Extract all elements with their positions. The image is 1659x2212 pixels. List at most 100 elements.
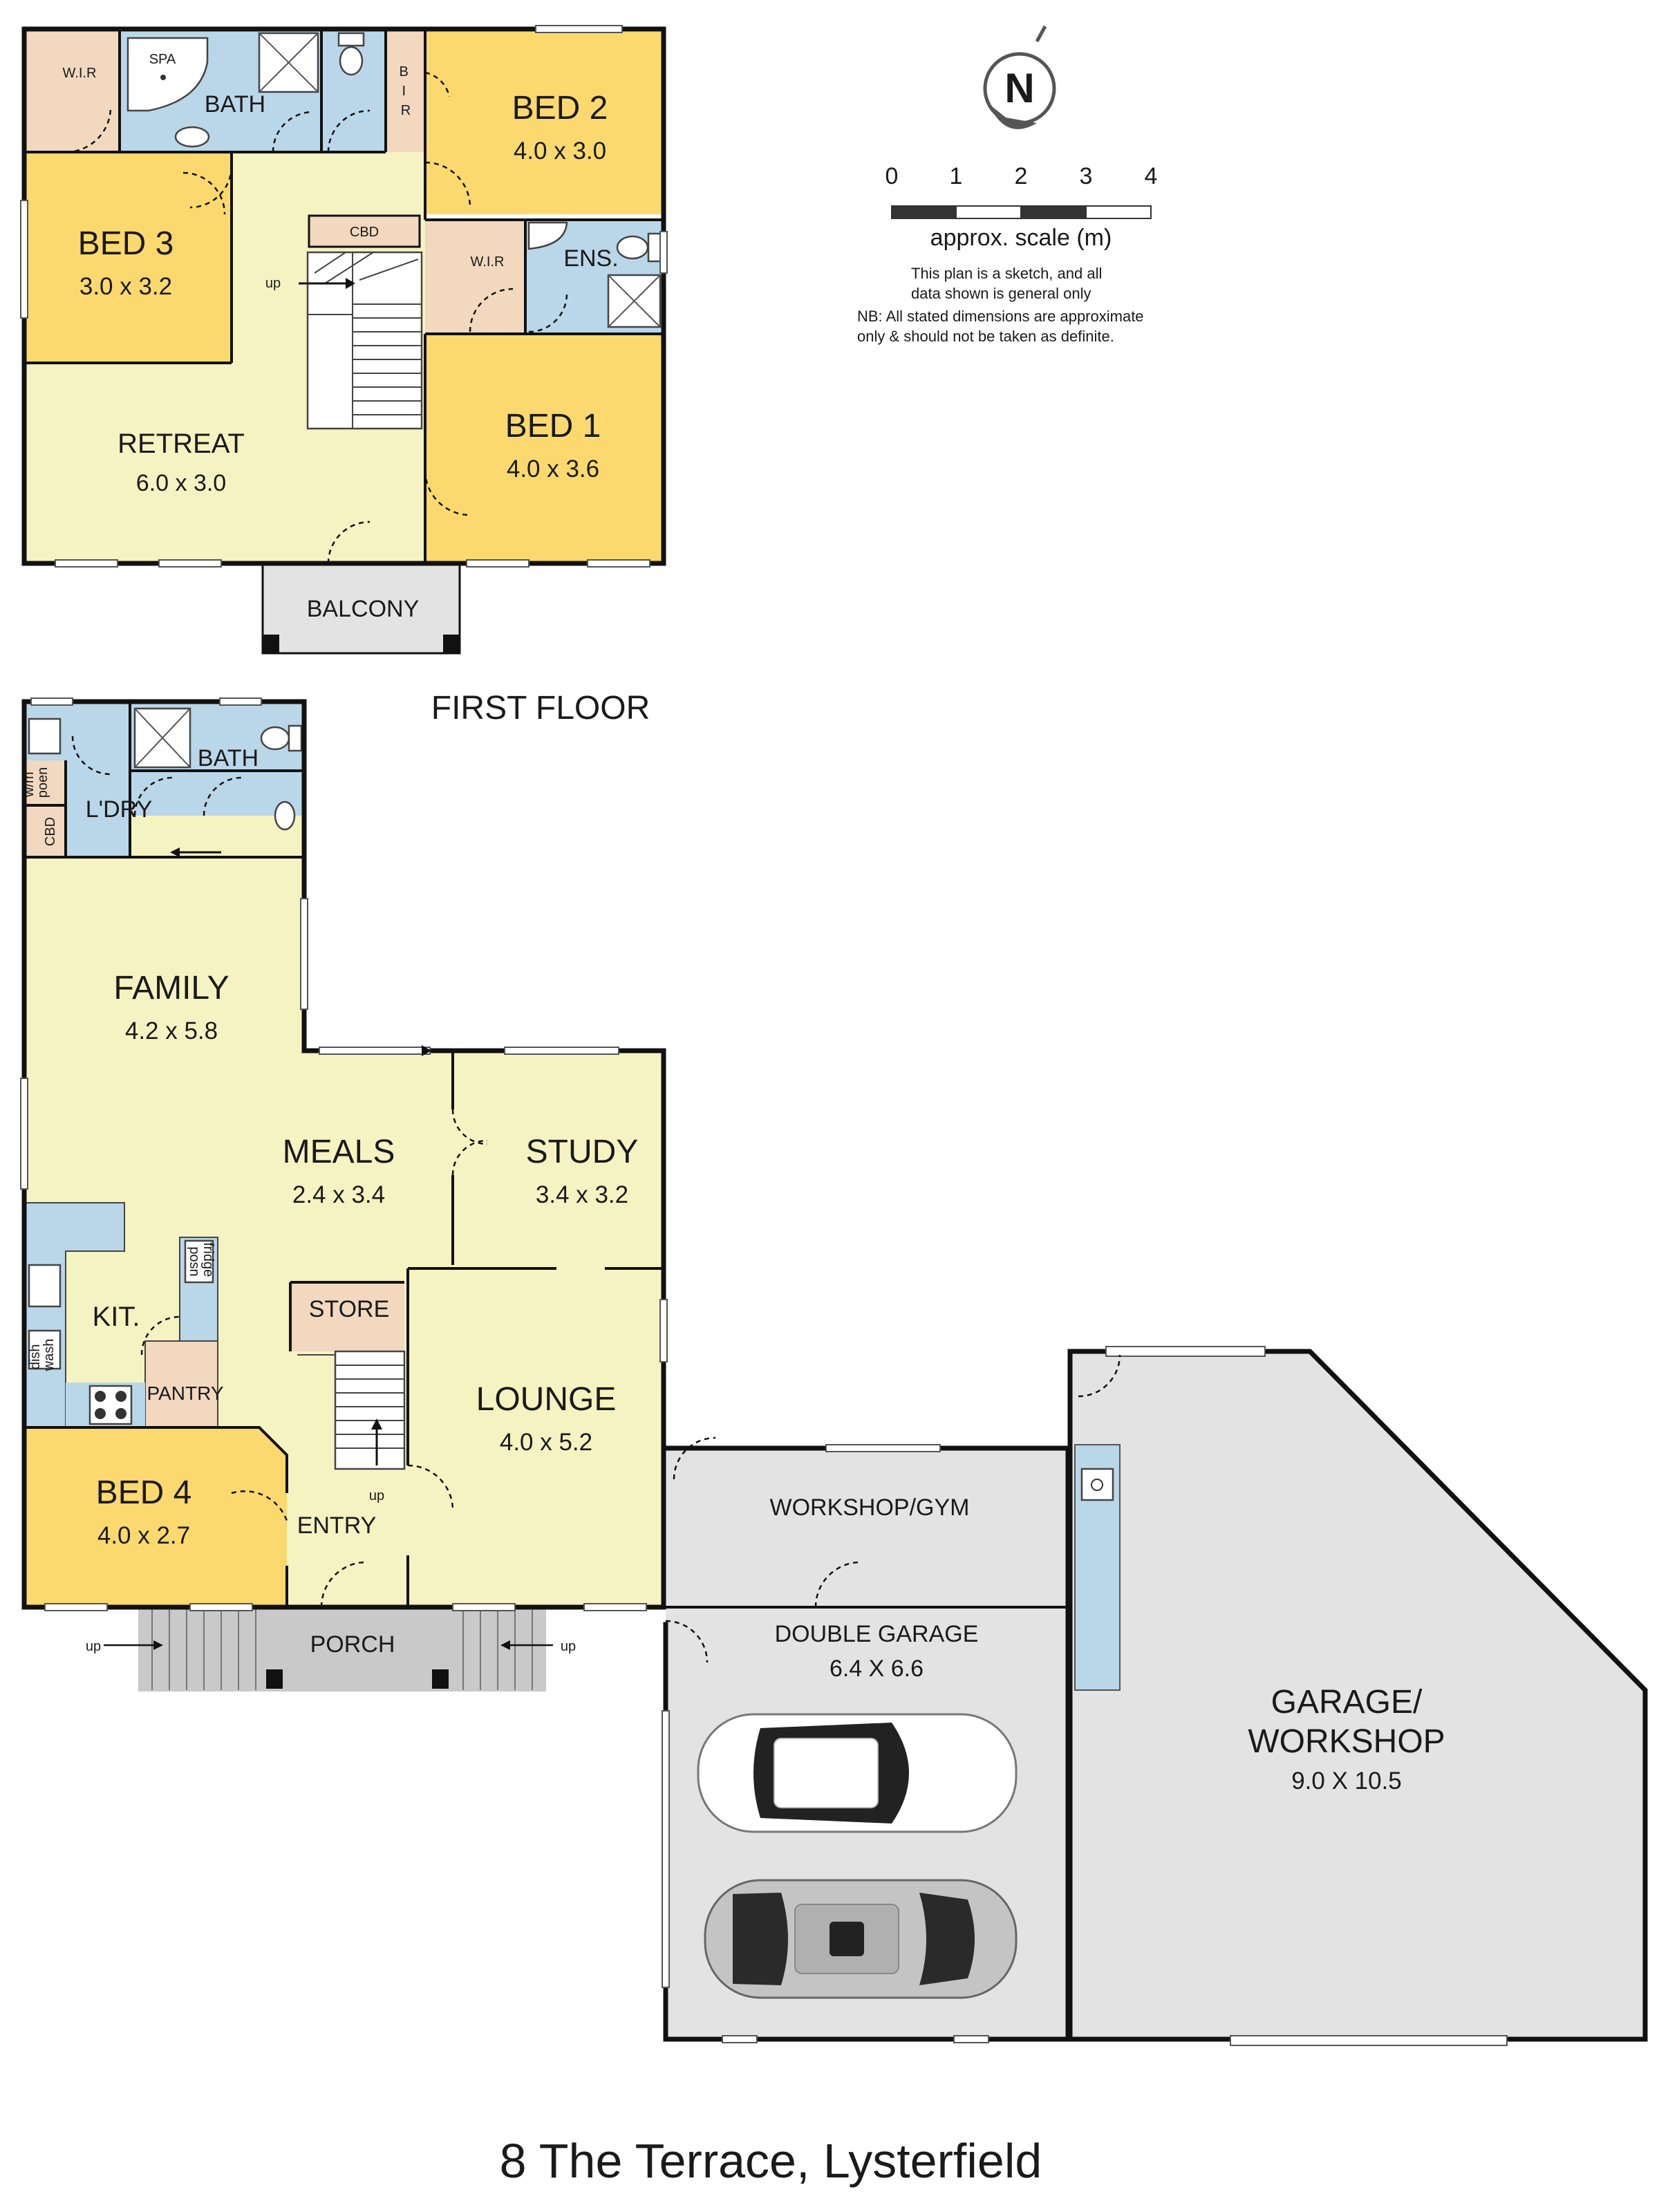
scale-1: 1 [950,163,963,189]
upper-stair-arrowhead [346,278,355,289]
win-g11 [583,1603,647,1611]
bed3-area [24,152,232,363]
toilet-lower-cistern [288,724,303,752]
garage-workshop-name-2: WORKSHOP [1248,1723,1445,1760]
win-g12 [825,1444,941,1452]
kitchen-sink [28,1264,62,1308]
door-g2 [133,776,174,816]
upper-stair-treads [308,252,422,429]
scale-4: 4 [1145,163,1158,189]
bed3-name: BED 3 [78,225,174,262]
store-area [290,1282,404,1351]
compass-n: N [1004,65,1034,111]
family-name: FAMILY [113,970,229,1006]
dish-line1: dish [28,1344,43,1369]
scale-2: 2 [1015,163,1028,189]
burner-1 [95,1391,106,1402]
porch-steps-right [462,1607,533,1690]
win-g5 [319,1047,431,1055]
upper-outer-wall [21,26,666,566]
lower-stair-up-label: up [369,1488,384,1503]
win-g3 [300,898,308,1010]
spa-label: SPA [149,52,176,67]
first-floor-title: FIRST FLOOR [431,690,650,727]
door-u8 [528,293,568,333]
double-garage-name: DOUBLE GARAGE [775,1621,979,1647]
double-garage-dims: 6.4 X 6.6 [830,1656,924,1682]
fridge-line1: fridge [200,1242,216,1277]
win-g6 [504,1047,619,1055]
bed4-dims: 4.0 x 2.7 [97,1522,190,1549]
study-dims: 3.4 x 3.2 [536,1181,628,1208]
bed3-dims: 3.0 x 3.2 [79,273,172,300]
win-g8 [44,1603,108,1611]
bed4-area [24,1427,287,1607]
study-name: STUDY [526,1134,639,1170]
balcony-area [261,562,461,655]
garage-workshop-area [1070,1351,1645,2039]
store-label: STORE [309,1296,390,1322]
porch-up-right-head [500,1640,510,1650]
car-silver [704,1879,1018,1999]
win-u1 [535,25,623,33]
disclaimer-1: This plan is a sketch, and all [911,265,1102,282]
burner-4 [115,1408,126,1419]
door-g12 [665,1620,709,1663]
wir-left-area [24,29,120,152]
cbd-upper-area [308,214,421,248]
basin-lower [274,800,296,831]
porch-post-left [266,1669,283,1689]
bath-lower-label: BATH [198,745,259,771]
cooktop [88,1385,133,1425]
bir-label-r: R [401,103,411,118]
door-g9 [140,1315,180,1356]
door-u4 [272,111,314,153]
bir-label: B I R [400,64,413,118]
workshop-gym-area [666,1448,1068,1607]
cbd-upper-label: CBD [350,225,379,240]
toilet-ens-cistern [647,232,662,263]
win-u5 [466,559,529,568]
ground-outer-wall [21,699,666,1610]
fridge-label: fridge posn [187,1242,216,1281]
lower-stair-treads [297,1354,404,1449]
family-dims: 4.2 x 5.8 [125,1018,218,1044]
porch-steps-left [151,1607,256,1690]
door-g3 [203,776,243,816]
door-arrow-laundry-head [170,847,180,857]
wir-right-area [425,220,525,334]
wir-right-label: W.I.R [471,254,505,270]
wm-line2: poen [35,767,50,798]
compass-needle [988,104,1037,129]
toilet-upper [339,46,364,76]
cbd-lower-label: CBD [43,817,58,846]
wir-left-label: W.I.R [63,66,97,81]
garage-workshop-name-1: GARAGE/ [1271,1684,1423,1721]
toilet-lower [260,726,290,751]
bir-label-i: I [402,84,406,99]
upper-stair-up-label: up [265,276,281,291]
garage-workshop-wall [1067,1349,1648,2042]
bed1-area [425,334,664,563]
spa-tub [126,37,209,112]
fridge-line2: posn [187,1246,202,1276]
bed2-name: BED 2 [512,90,608,126]
ground-floor: BATH L'DRY w/m poen CBD FAMILY 4.2 x 5.8… [20,697,1648,2046]
car-white [697,1713,1018,1833]
win-u3 [55,559,118,568]
passage-area [130,816,304,857]
lounge-dims: 4.0 x 5.2 [500,1429,592,1456]
porch-up-right: up [561,1639,576,1654]
win-u7 [659,231,668,274]
retreat-name: RETREAT [118,429,245,459]
shower-ens-x2 [608,274,661,328]
door-g5 [451,1139,488,1176]
wm-area [24,760,66,805]
lounge-name: LOUNGE [476,1381,617,1418]
dishwasher [28,1329,62,1370]
lounge-area [408,1268,664,1607]
door-g10 [673,1436,716,1480]
win-g7 [659,1299,668,1362]
dish-line2: wash [41,1339,57,1372]
wm-label: w/m poen [21,767,50,798]
